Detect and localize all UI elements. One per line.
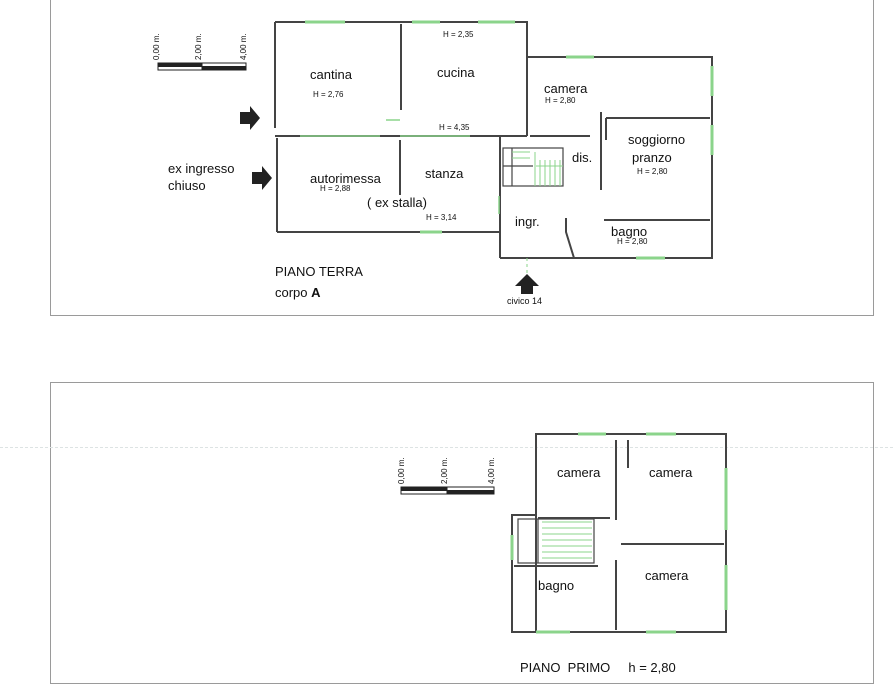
- scale-tick-4: 4,00 m.: [239, 33, 248, 60]
- staircase-first: [517, 518, 595, 564]
- floor-plan-drawing: [157, 20, 728, 634]
- wall-ingr-east: [565, 218, 575, 259]
- room-pranzo: pranzo: [632, 150, 672, 165]
- room-ingr: ingr.: [515, 214, 540, 229]
- chiuso-label: chiuso: [168, 178, 206, 193]
- windows-ground: [300, 20, 714, 260]
- height-cucina-bottom: H = 4,35: [439, 123, 470, 132]
- civico-label: civico 14: [507, 296, 543, 306]
- room-bagno-first: bagno: [538, 578, 575, 593]
- height-autorimessa: H = 2,88: [320, 184, 351, 193]
- ex-ingresso-label: ex ingresso: [168, 161, 235, 176]
- height-stanza: H = 3,14: [426, 213, 457, 222]
- room-camera-3: camera: [645, 568, 689, 583]
- room-camera-1: camera: [557, 465, 601, 480]
- height-camera: H = 2,80: [545, 96, 576, 105]
- room-autorimessa: autorimessa: [310, 171, 381, 186]
- scale-tick-2: 2,00 m.: [194, 33, 203, 60]
- scale-tick-2-first: 2,00 m.: [440, 457, 449, 484]
- arrow-right-icon-2: [252, 166, 272, 190]
- arrow-right-icon: [240, 106, 260, 130]
- scale-tick-0: 0,00 m.: [152, 33, 161, 60]
- ground-floor-title: PIANO TERRA: [275, 264, 363, 279]
- arrow-up-icon: [515, 274, 539, 294]
- wall-first-floor-outer: [535, 433, 727, 633]
- windows-first: [510, 432, 728, 634]
- room-soggiorno: soggiorno: [628, 132, 686, 147]
- first-floor-sheet: [50, 382, 874, 684]
- room-cucina: cucina: [437, 65, 475, 80]
- first-floor-title: PIANO PRIMO h = 2,80: [520, 660, 676, 675]
- room-stanza: stanza: [425, 166, 464, 181]
- scale-bar-first: [400, 486, 495, 495]
- room-ex-stalla: ( ex stalla): [367, 195, 427, 210]
- scale-tick-0-first: 0,00 m.: [397, 457, 406, 484]
- room-dis: dis.: [572, 150, 593, 165]
- wall-upper-left: [275, 21, 528, 136]
- scale-tick-4-first: 4,00 m.: [487, 457, 496, 484]
- height-cucina-top: H = 2,35: [443, 30, 474, 39]
- staircase-ground: [502, 147, 564, 187]
- room-cantina: cantina: [310, 67, 352, 82]
- ground-floor-sheet: [50, 0, 874, 316]
- height-bagno: H = 2,80: [617, 237, 648, 246]
- fold-line: [0, 447, 893, 448]
- scale-bar-ground: [157, 62, 247, 71]
- room-bagno: bagno: [611, 224, 648, 239]
- room-camera-2: camera: [649, 465, 693, 480]
- room-camera: camera: [544, 81, 588, 96]
- height-cantina: H = 2,76: [313, 90, 344, 99]
- arrow-icons: [240, 106, 539, 294]
- corpo-label: corpo A: [275, 285, 321, 300]
- height-soggiorno: H = 2,80: [637, 167, 668, 176]
- wall-stair-wing: [511, 514, 536, 633]
